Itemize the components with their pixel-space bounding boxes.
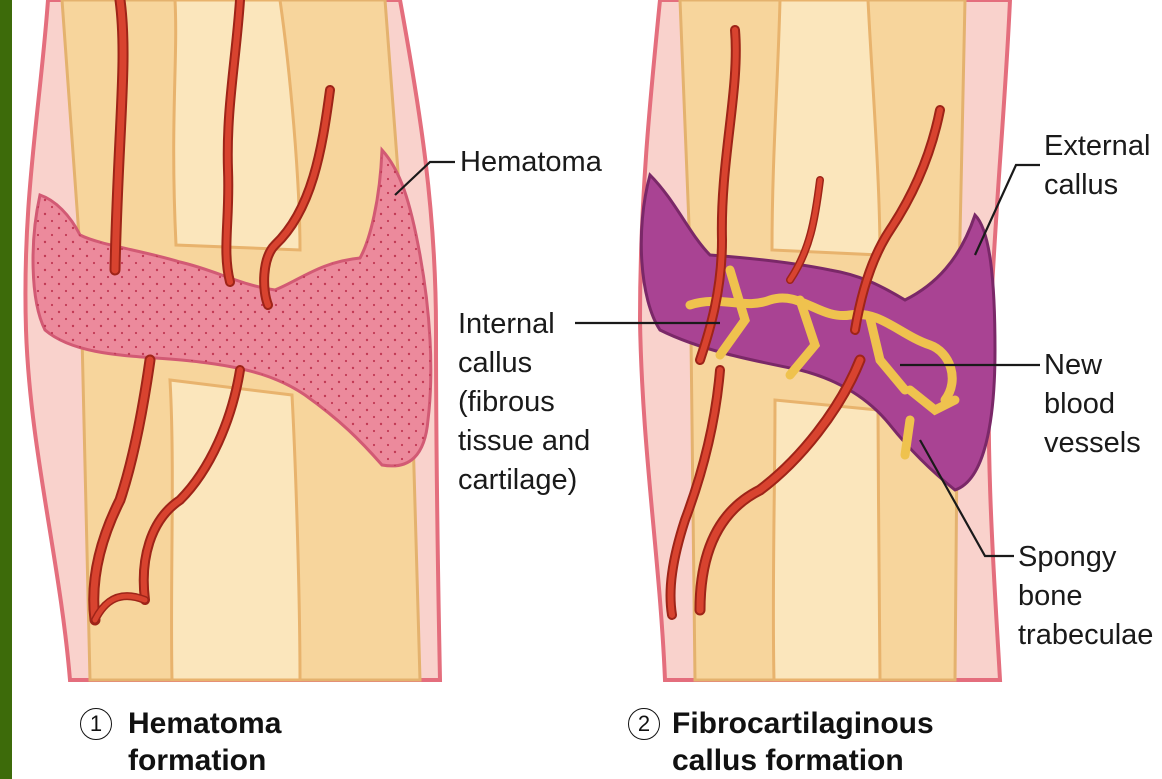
caption-fibrocartilaginous-callus: Fibrocartilaginous callus formation [672, 705, 934, 779]
panel-2-illustration [640, 0, 1010, 680]
label-internal-callus: Internal callus (fibrous tissue and cart… [458, 305, 590, 500]
marrow-cavity-upper-2 [772, 0, 880, 255]
step-number-1: 1 [80, 708, 112, 740]
label-new-blood-vessels: New blood vessels [1044, 346, 1141, 463]
caption-text: Hematoma formation [128, 707, 281, 777]
step-number-2: 2 [628, 708, 660, 740]
caption-text: Fibrocartilaginous callus formation [672, 707, 934, 777]
label-external-callus: External callus [1044, 127, 1150, 205]
marrow-cavity-lower [170, 380, 300, 680]
panel-1-illustration [25, 0, 440, 680]
label-spongy-bone-trabeculae: Spongy bone trabeculae [1018, 538, 1153, 655]
caption-hematoma-formation: Hematoma formation [128, 705, 281, 779]
marrow-cavity-lower-2 [773, 400, 880, 680]
label-hematoma: Hematoma [460, 143, 602, 182]
